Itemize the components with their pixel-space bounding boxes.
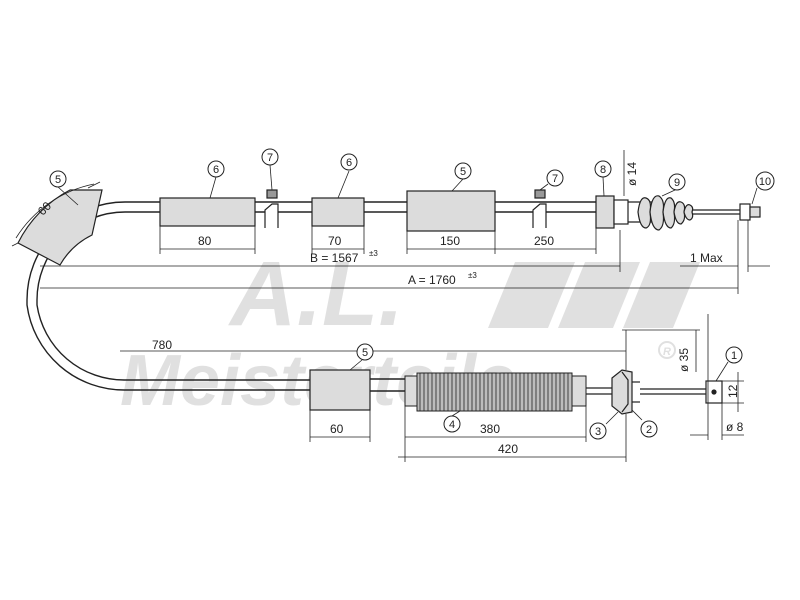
callout-circles — [49, 148, 775, 440]
conduit-4 — [404, 372, 587, 412]
callout-7-left: 7 — [267, 152, 273, 164]
callout-6-left: 6 — [213, 164, 219, 176]
bend-dim-arc — [15, 183, 95, 239]
dim-250: 250 — [534, 234, 554, 248]
callout-5-bottom: 5 — [362, 347, 368, 359]
top-dimension-lines — [40, 150, 770, 294]
callout-1: 1 — [731, 350, 737, 362]
sleeve-6-mid — [311, 197, 365, 227]
dim-420: 420 — [498, 442, 518, 456]
registered-mark — [658, 341, 676, 359]
callout-leaders — [57, 164, 758, 425]
dim-780: 780 — [152, 338, 172, 352]
watermark-stripes — [488, 262, 700, 328]
callout-8: 8 — [600, 164, 606, 176]
conduit-ribs — [419, 373, 569, 411]
callout-6-mid: 6 — [346, 157, 352, 169]
dim-a-tolerance: ±3 — [468, 271, 477, 280]
dim-150: 150 — [440, 234, 460, 248]
clip-7-left — [264, 189, 279, 228]
sleeve-6-left — [159, 197, 256, 227]
callout-10: 10 — [759, 176, 771, 188]
bend-sleeve — [17, 189, 103, 266]
end-fitting-2-3 — [611, 369, 640, 415]
dim-380: 380 — [480, 422, 500, 436]
dim-80: 80 — [198, 234, 212, 248]
end-nipple-10 — [739, 203, 761, 221]
bend-dim-ext-1 — [87, 181, 101, 189]
dim-1-max: 1 Max — [690, 251, 723, 265]
bend-dim-ext-2 — [11, 242, 19, 247]
dim-b-label: B = 1567 — [310, 251, 359, 265]
sleeve-5-top — [406, 190, 496, 232]
callout-5-bend: 5 — [55, 174, 61, 186]
bottom-sleeve-5 — [309, 369, 371, 411]
callout-9: 9 — [674, 177, 680, 189]
dim-dia-35: ø 35 — [677, 348, 691, 372]
top-sleeves — [159, 190, 496, 232]
watermark-logo: A.L. — [228, 243, 404, 345]
end-nipple-1 — [705, 380, 723, 404]
dim-b-tolerance: ±3 — [369, 249, 378, 258]
callout-labels: 5 6 7 6 5 7 8 9 10 5 4 3 2 1 — [55, 152, 771, 438]
dim-70: 70 — [328, 234, 342, 248]
dim-a-label: A = 1760 — [408, 273, 456, 287]
callout-2: 2 — [646, 424, 652, 436]
registered-mark-letter: R — [663, 346, 671, 358]
callout-4: 4 — [449, 419, 455, 431]
clip-7-right — [532, 189, 547, 228]
dim-12: 12 — [726, 384, 740, 398]
callout-5-top: 5 — [460, 166, 466, 178]
callout-3: 3 — [595, 426, 601, 438]
dim-dia-8: ø 8 — [726, 420, 744, 434]
dim-dia-14: ø 14 — [625, 162, 639, 186]
callout-7-right: 7 — [552, 173, 558, 185]
dim-60: 60 — [330, 422, 344, 436]
bellows-9 — [637, 195, 694, 231]
